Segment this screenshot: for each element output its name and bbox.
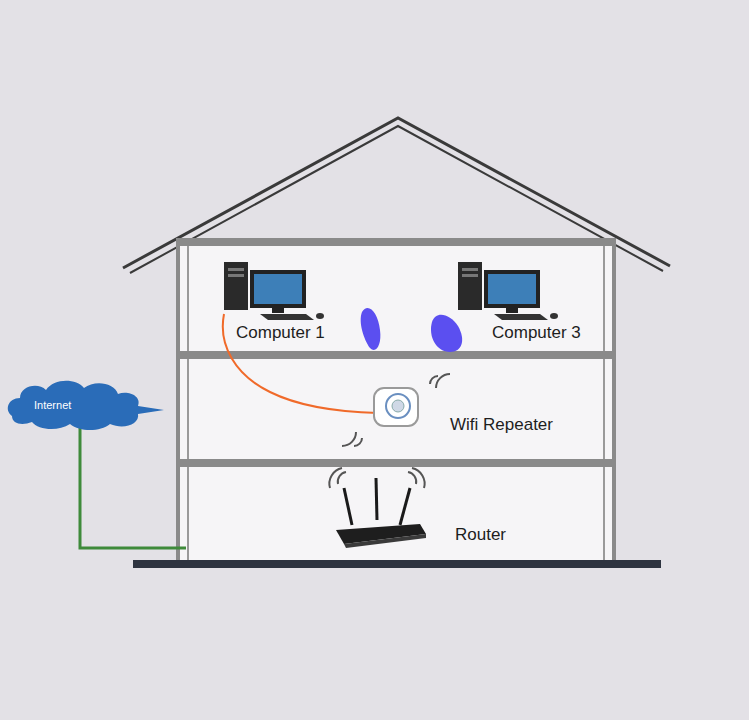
internet-cloud: Internet <box>4 376 166 432</box>
wall-inner <box>187 245 189 560</box>
cloud-shape <box>4 376 166 432</box>
house-wall <box>178 240 614 562</box>
router-icon <box>329 468 426 548</box>
ground-line <box>133 560 661 568</box>
blue-mark <box>431 315 462 352</box>
floor <box>178 459 614 467</box>
internet-cable <box>80 428 186 548</box>
device-label: Wifi Repeater <box>450 415 553 435</box>
device-label: Computer 3 <box>492 323 581 343</box>
device-label: Router <box>455 525 506 545</box>
wall-inner <box>603 245 605 560</box>
wifi-repeater-icon <box>342 374 450 446</box>
roof <box>123 118 670 268</box>
ethernet-cable <box>223 314 378 413</box>
computer-icon <box>458 262 558 320</box>
computer-icon <box>224 262 324 320</box>
floor <box>178 351 614 359</box>
blue-mark <box>361 308 381 350</box>
node-text: Internet <box>34 399 71 411</box>
ceiling <box>178 238 614 246</box>
device-label: Computer 1 <box>236 323 325 343</box>
